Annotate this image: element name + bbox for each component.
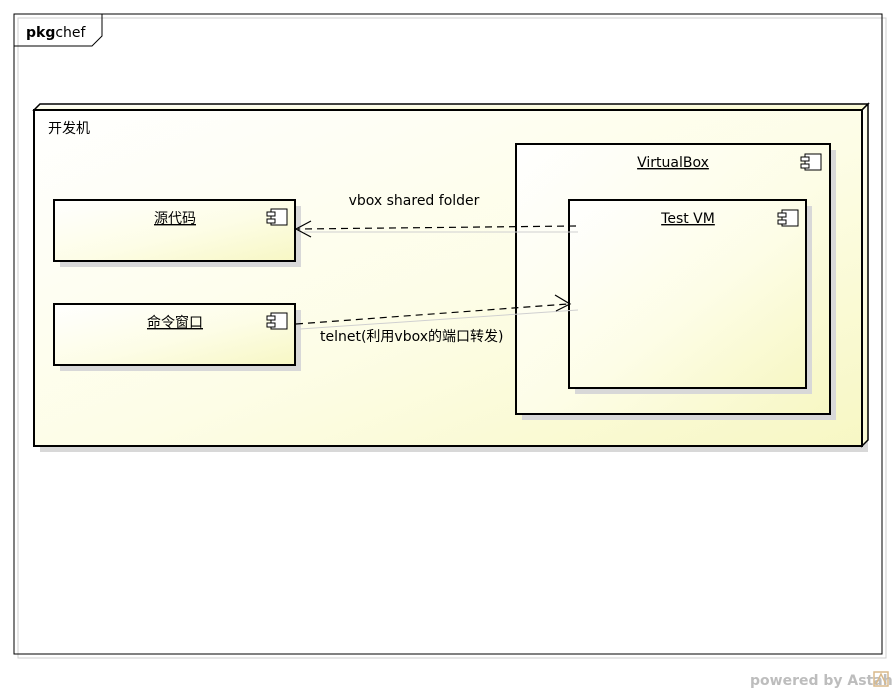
component-command-window[interactable]: 命令窗口	[53, 303, 301, 371]
dependency-label: vbox shared folder	[349, 193, 480, 209]
component-icon	[800, 153, 822, 171]
astah-watermark: powered by Astah	[750, 671, 893, 689]
node-label: 开发机	[48, 121, 90, 137]
svg-text:powered by Astah: powered by Astah	[750, 673, 893, 689]
component-icon	[266, 312, 288, 330]
dependency-label: telnet(利用vbox的端口转发)	[320, 329, 503, 345]
component-label: Test VM	[660, 211, 715, 227]
package-frame[interactable]: pkgchef	[13, 13, 887, 659]
component-icon	[777, 209, 799, 227]
frame-title: pkgchef	[26, 25, 87, 41]
dependency-shared-folder[interactable]: vbox shared folder	[294, 193, 578, 238]
astah-logo-icon	[873, 671, 889, 687]
arrowhead-icon	[554, 294, 572, 312]
component-test-vm[interactable]: Test VM	[568, 199, 812, 394]
component-label: 命令窗口	[147, 314, 203, 331]
dependency-telnet[interactable]: telnet(利用vbox的端口转发)	[295, 294, 579, 345]
component-label: 源代码	[154, 211, 196, 227]
component-icon	[266, 208, 288, 226]
arrowhead-icon	[294, 220, 312, 238]
component-label: VirtualBox	[637, 155, 709, 171]
component-source-code[interactable]: 源代码	[53, 199, 301, 267]
